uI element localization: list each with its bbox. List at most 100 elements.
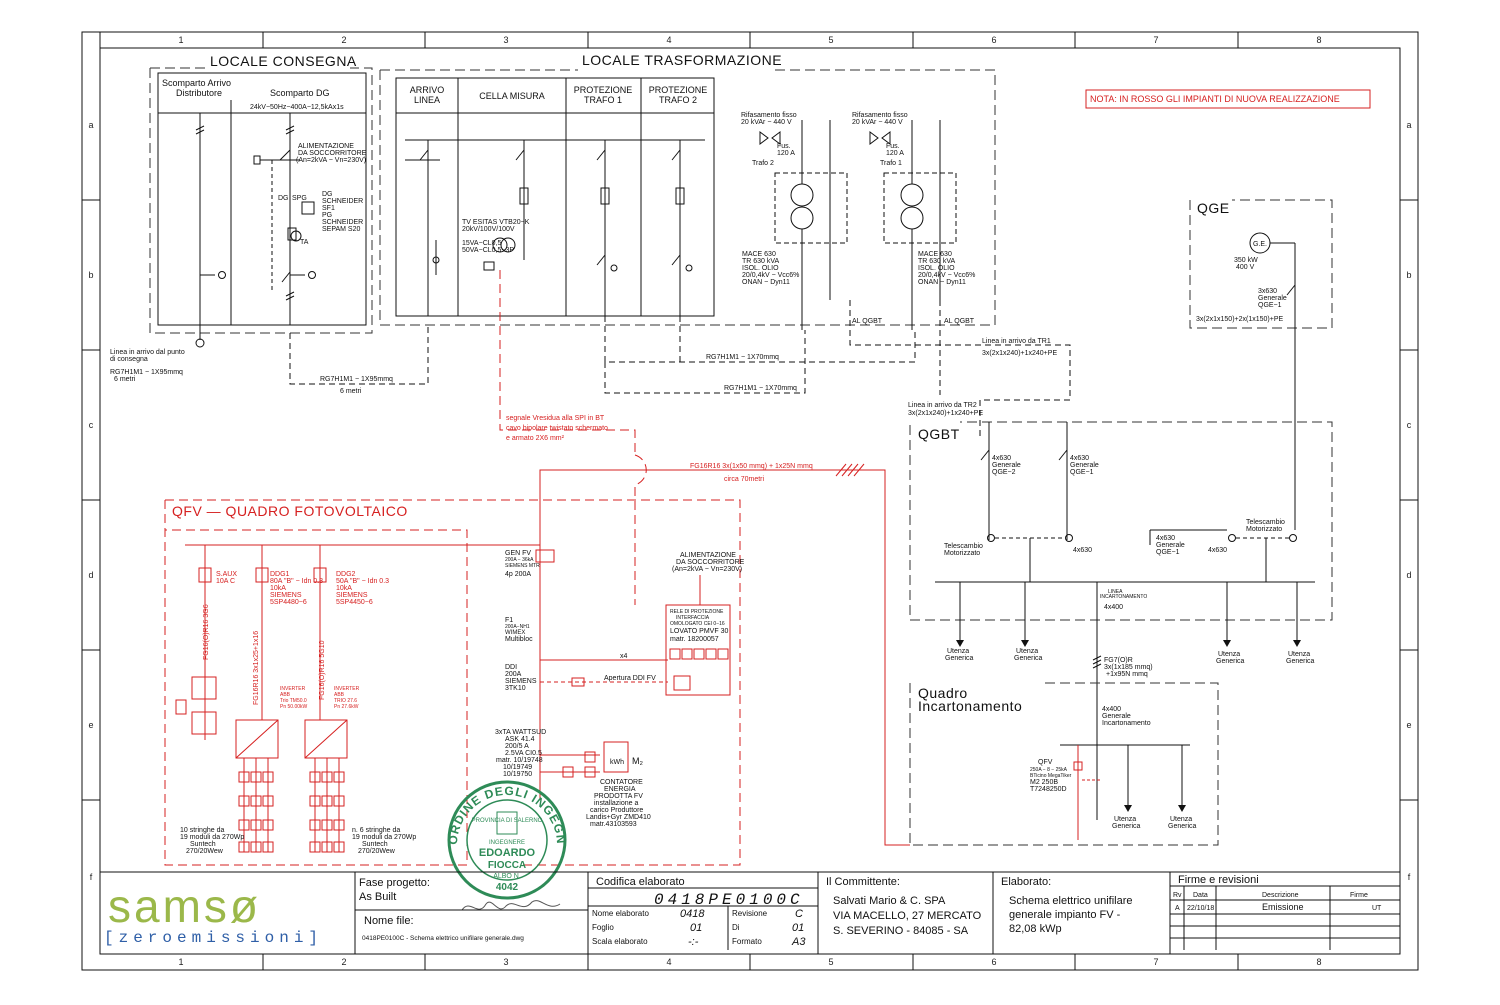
svg-text:6 metri: 6 metri — [114, 376, 136, 383]
mv-rating: 24kV−50Hz−400A−12,5kAx1s — [250, 104, 344, 111]
svg-text:x4: x4 — [620, 653, 628, 660]
svg-text:Telescambio: Telescambio — [944, 543, 983, 550]
inverter-1 — [235, 719, 279, 759]
svg-text:4x400: 4x400 — [1102, 706, 1121, 713]
svg-text:5SP4480−6: 5SP4480−6 — [270, 599, 307, 606]
svg-text:SCHNEIDER: SCHNEIDER — [322, 198, 363, 205]
svg-text:QFV: QFV — [1038, 759, 1053, 766]
spi-relay — [665, 604, 731, 696]
svg-text:QGE−1: QGE−1 — [1258, 302, 1282, 309]
committente-name: Salvati Mario & C. SPA — [833, 895, 946, 907]
svg-text:LINEA: LINEA — [414, 95, 440, 105]
svg-text:SCHNEIDER: SCHNEIDER — [322, 219, 363, 226]
mv-cable-a: RG7H1M1 − 1X70mmq — [706, 354, 779, 361]
stamp-ring-text: ORDINE DEGLI INGEGNERI — [0, 0, 568, 845]
svg-text:Trio TM50.0: Trio TM50.0 — [280, 698, 307, 704]
svg-text:250A − 8 − 25kA: 250A − 8 − 25kA — [1030, 767, 1068, 773]
svg-text:ONAN − Dyn11: ONAN − Dyn11 — [742, 279, 790, 286]
svg-text:Utenza: Utenza — [1170, 816, 1192, 823]
qge-panel: QGE G.E. 350 kW 400 V 3x630 Generale QGE… — [1189, 199, 1333, 530]
svg-text:DDG1: DDG1 — [270, 571, 290, 578]
table-row: A 22/10/18 Emissione UT — [1175, 902, 1382, 912]
svg-text:Rifasamento fisso: Rifasamento fisso — [852, 112, 908, 119]
pv-strings-1 — [238, 758, 274, 853]
svg-text:19 moduli da 270Wp: 19 moduli da 270Wp — [352, 834, 416, 841]
foglio-value: 01 — [690, 922, 702, 934]
svg-text:2.5VA CI0.5: 2.5VA CI0.5 — [505, 750, 542, 757]
mv-cable-b: RG7H1M1 − 1X70mmq — [724, 385, 797, 392]
col-protezione-2: PROTEZIONE — [649, 85, 708, 95]
svg-text:INCARTONAMENTO: INCARTONAMENTO — [1100, 594, 1147, 600]
svg-text:n. 6 stringhe da: n. 6 stringhe da — [352, 827, 400, 834]
svg-text:Utenza: Utenza — [1218, 651, 1240, 658]
svg-text:Linea in arrivo da TR1: Linea in arrivo da TR1 — [982, 338, 1051, 345]
svg-text:SF1: SF1 — [322, 205, 335, 212]
svg-text:3x(1x185 mmq): 3x(1x185 mmq) — [1104, 664, 1153, 671]
svg-text:5SP4450−6: 5SP4450−6 — [336, 599, 373, 606]
svg-text:20/0,4kV − Vcc6%: 20/0,4kV − Vcc6% — [918, 272, 975, 279]
svg-text:Suntech: Suntech — [190, 841, 216, 848]
svg-text:Formato: Formato — [732, 937, 762, 946]
row-label: e — [1406, 720, 1411, 730]
line-in-note: Linea in arrivo dal punto — [110, 349, 185, 356]
svg-text:Generale: Generale — [992, 462, 1021, 469]
svg-text:e armato 2X6 mm²: e armato 2X6 mm² — [506, 435, 565, 442]
qfv-panel: QFV — QUADRO FOTOVOLTAICO S.AUX 10A C FG… — [164, 499, 741, 866]
svg-text:Generale: Generale — [1102, 713, 1131, 720]
svg-text:3x(2x1x240)+1x240+PE: 3x(2x1x240)+1x240+PE — [908, 410, 983, 417]
fase-label: Fase progetto: — [359, 877, 430, 889]
mv-switchgear — [395, 77, 715, 317]
svg-text:22/10/18: 22/10/18 — [1187, 905, 1214, 912]
svg-text:ASK 41.4: ASK 41.4 — [505, 736, 535, 743]
svg-text:4x630: 4x630 — [992, 455, 1011, 462]
note-text: NOTA: IN ROSSO GLI IMPIANTI DI NUOVA REA… — [1090, 94, 1340, 104]
svg-text:DA SOCCORRITORE: DA SOCCORRITORE — [298, 150, 367, 157]
svg-text:Generica: Generica — [1216, 658, 1245, 665]
col-label: 6 — [991, 957, 996, 967]
svg-text:TA: TA — [300, 239, 309, 246]
svg-text:3x(2x1x150)+2x(1x150)+PE: 3x(2x1x150)+2x(1x150)+PE — [1196, 316, 1283, 323]
svg-text:Generale: Generale — [1258, 295, 1287, 302]
svg-text:15VA−CL0,5: 15VA−CL0,5 — [462, 240, 501, 247]
svg-text:Foglio: Foglio — [592, 923, 614, 932]
row-label: b — [88, 270, 93, 280]
signature-icon — [461, 900, 561, 911]
svg-text:ENERGIA: ENERGIA — [604, 786, 636, 793]
svg-text:TRIO 27.6: TRIO 27.6 — [334, 698, 357, 704]
svg-text:Trafo 1: Trafo 1 — [880, 160, 902, 167]
svg-text:cavo bipolare twistato scherma: cavo bipolare twistato schermato — [506, 425, 608, 432]
trasformazione-boundary — [379, 69, 996, 326]
svg-text:Telescambio: Telescambio — [1246, 519, 1285, 526]
row-label: f — [1408, 872, 1411, 882]
revisione-value: C — [795, 908, 803, 920]
svg-text:TRAFO 2: TRAFO 2 — [659, 95, 697, 105]
col-label: 3 — [503, 35, 508, 45]
svg-text:Suntech: Suntech — [362, 841, 388, 848]
svg-text:Utenza: Utenza — [947, 648, 969, 655]
svg-text:Generica: Generica — [1168, 823, 1197, 830]
formato-value: A3 — [791, 936, 806, 948]
svg-text:TRAFO 1: TRAFO 1 — [584, 95, 622, 105]
col-label: 5 — [828, 957, 833, 967]
svg-text:400 V: 400 V — [1236, 264, 1255, 271]
row-label: b — [1406, 270, 1411, 280]
section-title-qgbt: QGBT — [918, 426, 960, 442]
codifica-label: Codifica elaborato — [596, 876, 685, 888]
svg-text:Utenza: Utenza — [1288, 651, 1310, 658]
svg-text:Rv: Rv — [1173, 892, 1182, 899]
section-title-trasformazione: LOCALE TRASFORMAZIONE — [582, 52, 782, 68]
alim-label: ALIMENTAZIONE — [298, 143, 354, 150]
row-label: c — [1407, 420, 1412, 430]
svg-text:PG: PG — [322, 212, 332, 219]
nome-file-label: Nome file: — [364, 915, 414, 927]
svg-text:Di: Di — [732, 923, 740, 932]
row-label: e — [88, 720, 93, 730]
svg-text:F1: F1 — [505, 617, 513, 624]
svg-text:200A: 200A — [505, 671, 522, 678]
svg-text:4042: 4042 — [496, 882, 519, 893]
svg-text:FG16(O)R16 5G10: FG16(O)R16 5G10 — [319, 640, 326, 700]
svg-text:INTERFACCIA: INTERFACCIA — [676, 615, 710, 621]
svg-text:SPG: SPG — [292, 195, 307, 202]
svg-text:4x630: 4x630 — [1156, 535, 1175, 542]
